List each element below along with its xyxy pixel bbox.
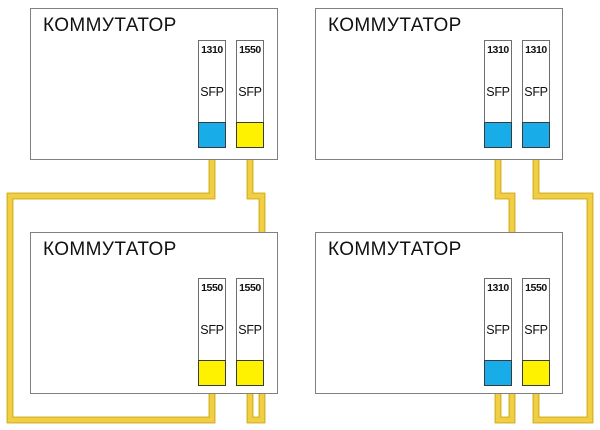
switch-title: КОММУТАТОР (328, 15, 462, 36)
sfp-port-yellow[interactable] (235, 122, 264, 149)
switch-bottom-right[interactable]: КОММУТАТОР (315, 232, 563, 394)
sfp-wavelength-label: 1310 (487, 44, 509, 56)
sfp-port-blue[interactable] (521, 122, 550, 149)
sfp-type-label: SFP (200, 323, 224, 337)
sfp-wavelength-label: 1550 (201, 282, 223, 294)
sfp-type-label: SFP (524, 323, 548, 337)
sfp-module[interactable]: 1310 SFP (197, 40, 226, 149)
sfp-module[interactable]: 1550 SFP (521, 278, 550, 387)
sfp-module[interactable]: 1550 SFP (235, 278, 264, 387)
sfp-wavelength-label: 1550 (239, 44, 261, 56)
sfp-wavelength-label: 1310 (487, 282, 509, 294)
sfp-port-blue[interactable] (483, 360, 512, 387)
sfp-module[interactable]: 1310 SFP (483, 40, 512, 149)
sfp-type-label: SFP (524, 85, 548, 99)
sfp-type-label: SFP (200, 85, 224, 99)
sfp-port-yellow[interactable] (521, 360, 550, 387)
sfp-port-yellow[interactable] (197, 360, 226, 387)
sfp-type-label: SFP (486, 85, 510, 99)
sfp-wavelength-label: 1550 (525, 282, 547, 294)
switch-top-right[interactable]: КОММУТАТОР (315, 8, 563, 160)
sfp-module[interactable]: 1310 SFP (483, 278, 512, 387)
sfp-type-label: SFP (486, 323, 510, 337)
sfp-wavelength-label: 1310 (525, 44, 547, 56)
switch-top-left[interactable]: КОММУТАТОР (30, 8, 278, 160)
switch-title: КОММУТАТОР (328, 239, 462, 260)
fiber-cable[interactable] (7, 149, 215, 423)
switch-title: КОММУТАТОР (43, 239, 177, 260)
sfp-module[interactable]: 1550 SFP (197, 278, 226, 387)
sfp-wavelength-label: 1310 (201, 44, 223, 56)
sfp-port-blue[interactable] (197, 122, 226, 149)
sfp-wavelength-label: 1550 (239, 282, 261, 294)
sfp-port-blue[interactable] (483, 122, 512, 149)
sfp-module[interactable]: 1310 SFP (521, 40, 550, 149)
sfp-type-label: SFP (238, 323, 262, 337)
switch-title: КОММУТАТОР (43, 15, 177, 36)
sfp-module[interactable]: 1550 SFP (235, 40, 264, 149)
sfp-port-yellow[interactable] (235, 360, 264, 387)
sfp-type-label: SFP (238, 85, 262, 99)
fiber-cable[interactable] (533, 149, 593, 423)
